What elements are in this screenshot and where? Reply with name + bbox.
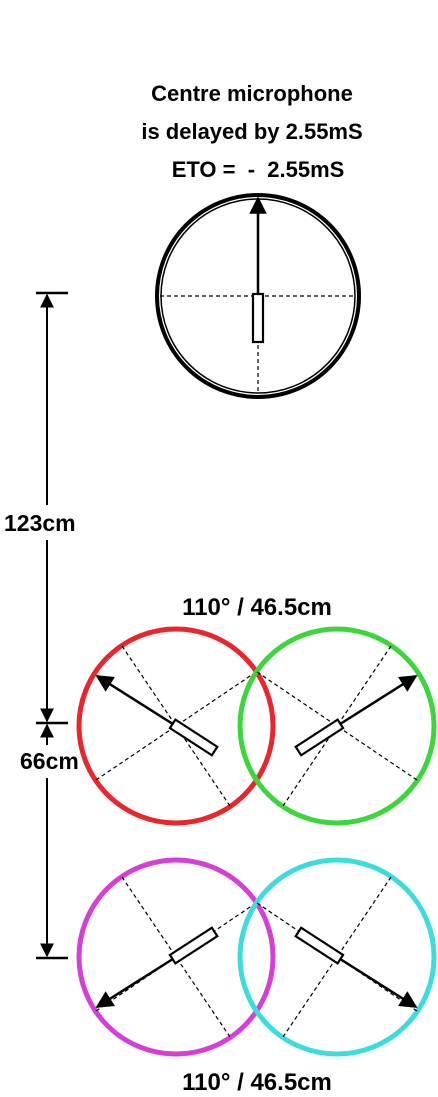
header-line-1: Centre microphone [151,81,353,106]
rear-right-polar-circle [237,857,437,1057]
rear-right-capsule [294,926,345,965]
front-left-microphone [76,626,276,826]
centre-capsule [251,292,265,344]
rear-pair-label: 110° / 46.5cm [182,1069,332,1096]
header-line-3: ETO = - 2.55mS [172,157,345,182]
rear-left-polar-circle [76,857,276,1057]
centre-polar-circle [155,193,361,399]
rear-left-microphone [76,857,276,1057]
front-left-polar-circle [76,626,276,826]
rear-left-direction-arrow [95,955,177,1009]
front-pair-label: 110° / 46.5cm [182,594,332,621]
front-right-microphone [237,626,437,826]
dimension-lines [36,291,68,960]
front-right-capsule [294,718,345,757]
front-right-direction-arrow [336,674,418,728]
header-line-2: is delayed by 2.55mS [141,119,362,144]
front-right-polar-circle [237,626,437,826]
centre-microphone [155,193,361,399]
rear-left-capsule [168,926,219,965]
rear-right-microphone [237,857,437,1057]
dimension-label-upper: 123cm [4,510,76,536]
front-left-direction-arrow [95,674,177,728]
front-left-capsule [168,718,219,757]
rear-right-direction-arrow [336,955,418,1009]
dimension-label-lower: 66cm [20,748,79,774]
